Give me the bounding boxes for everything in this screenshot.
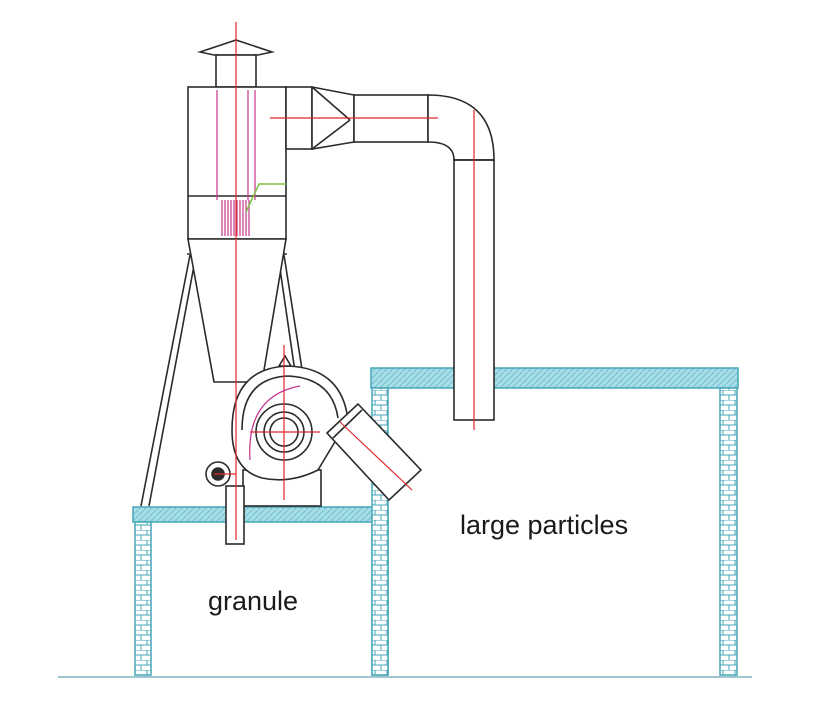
large-particles-label: large particles (460, 510, 629, 540)
right-slab (370, 367, 739, 389)
center-lines (214, 22, 475, 540)
left-slab (132, 506, 389, 523)
leader-line (245, 183, 286, 213)
left-wall-left (134, 521, 152, 676)
discharge-pipe (225, 485, 245, 545)
granule-label: granule (208, 586, 299, 616)
inner-contours (249, 385, 301, 461)
cyclone-cone (187, 238, 287, 383)
right-wall-right (719, 387, 738, 676)
vortex-finder (216, 90, 256, 200)
